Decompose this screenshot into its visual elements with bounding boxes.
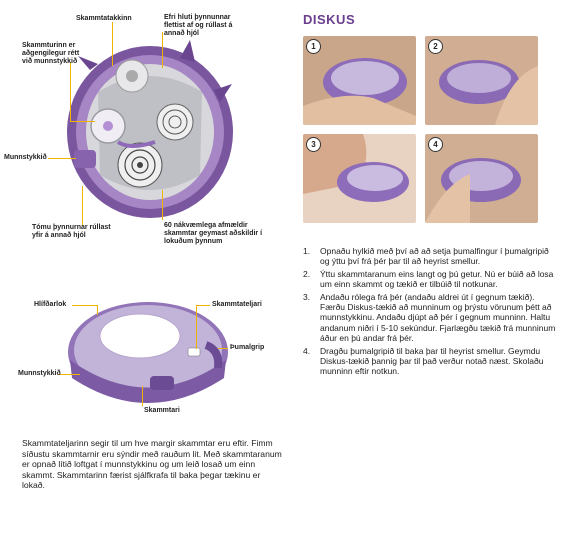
label-mouthpiece: Munnstykkið (4, 154, 47, 161)
step-photo-4: 4 (425, 134, 538, 223)
closing-inhaler-image (425, 134, 538, 223)
hand-opening-inhaler-image (425, 36, 538, 125)
label-thumb-grip: Þumalgrip (230, 344, 265, 351)
step-number: 4. (303, 345, 311, 356)
callout-line (70, 62, 71, 122)
label-counter: Skammtateljari (212, 301, 262, 308)
callout-line (196, 305, 197, 349)
external-diagram: Hlífðarlok Skammtateljari Þumalgrip Munn… (0, 290, 290, 430)
callout-line (196, 305, 210, 306)
step-text: Opnaðu hylkið með því að að setja þumalf… (320, 246, 549, 267)
label-lever: Skammtari (144, 407, 180, 414)
step-text: Ýttu skammtaranum eins langt og þú getur… (320, 268, 554, 290)
description-text: Skammtateljarinn segir til um hve margir… (22, 438, 282, 491)
section-title: DISKUS (303, 12, 356, 27)
step-item: 1. Opnaðu hylkið með því að að setja þuma… (303, 246, 558, 267)
step-photo-2: 2 (425, 36, 538, 125)
step-photo-3: 3 (303, 134, 416, 223)
photo-number: 2 (428, 39, 443, 54)
callout-line (82, 186, 83, 226)
photo-number: 4 (428, 137, 443, 152)
label-counter-wheel: Skammtatakkinn (76, 15, 132, 22)
callout-line (162, 32, 163, 68)
inhaling-from-inhaler-image (303, 134, 416, 223)
step-number: 1. (303, 246, 311, 256)
label-empty-foil: Tómu þynnurnar rúllast yfir á annað hjól (32, 224, 111, 239)
step-item: 3. Andaðu rólega frá þér (andaðu aldrei ú… (303, 292, 558, 344)
inhaler-cutaway-illustration (67, 40, 233, 218)
step-item: 2. Ýttu skammtaranum eins langt og þú get… (303, 269, 558, 290)
step-item: 4. Dragðu þumalgripið til baka þar til he… (303, 346, 558, 377)
step-photo-1: 1 (303, 36, 416, 125)
label-doses-stored: 60 nákvæmlega afmældir skammtar geymast … (164, 222, 263, 245)
label-cover: Hlífðarlok (34, 301, 67, 308)
callout-line (142, 386, 143, 406)
callout-line (70, 121, 95, 122)
inhaler-exterior-illustration (68, 302, 228, 403)
hand-holding-inhaler-image (303, 36, 416, 125)
callout-line (218, 348, 228, 349)
photo-number: 1 (306, 39, 321, 54)
label-upper-part: Efri hluti þynnunnar flettist af og rúll… (164, 14, 233, 37)
internal-diagram: Skammtatakkinn Efri hluti þynnunnar flet… (0, 0, 290, 250)
callout-line (72, 305, 98, 306)
step-number: 3. (303, 291, 311, 302)
callout-line (48, 158, 76, 159)
step-text: Dragðu þumalgripið til baka þar til heyr… (320, 345, 544, 377)
callout-line (97, 305, 98, 315)
label-mouthpiece: Munnstykkið (18, 370, 61, 377)
label-dose-pointer: Skammturinn er aðgengilegur rétt við mun… (22, 42, 80, 65)
callout-line (112, 22, 113, 66)
instruction-steps: 1. Opnaðu hylkið með því að að setja þuma… (303, 246, 558, 379)
photo-number: 3 (306, 137, 321, 152)
step-text: Andaðu rólega frá þér (andaðu aldrei út … (320, 291, 556, 344)
callout-line (58, 374, 80, 375)
step-number: 2. (303, 268, 311, 279)
callout-line (162, 190, 163, 220)
